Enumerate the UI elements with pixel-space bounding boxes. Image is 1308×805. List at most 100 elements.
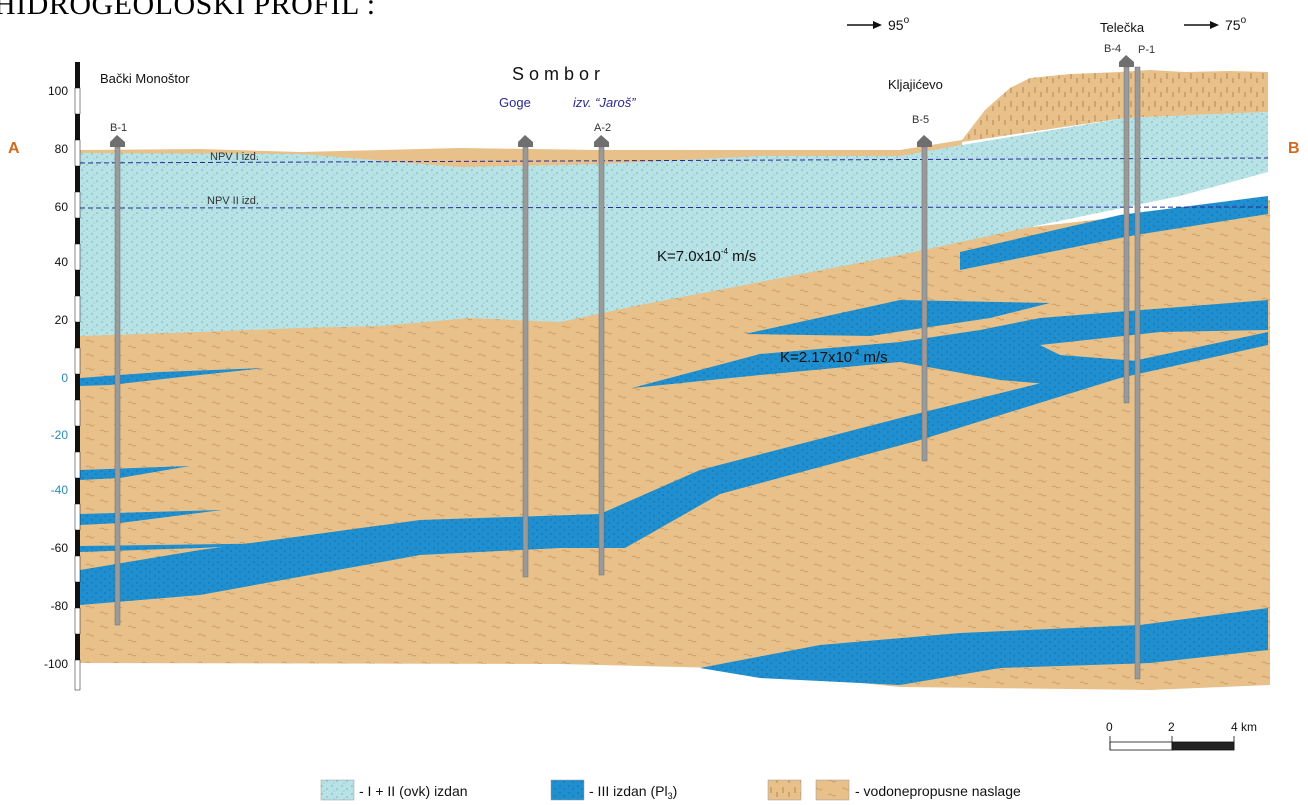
axis-tick-minus-100: -100 (44, 657, 68, 671)
lens-bottom (700, 608, 1268, 685)
axis-tick-100: 100 (48, 84, 68, 98)
well-goge (518, 135, 533, 578)
well-goge-pipe (522, 146, 529, 578)
axis-bar-0 (75, 62, 80, 88)
axis-bar-4 (75, 166, 80, 192)
legend-swatch-clay (815, 779, 850, 801)
lens-diagonal (80, 332, 1268, 605)
section-end-b: B (1288, 140, 1300, 157)
lens-small-60 (80, 543, 300, 552)
well-a2-pipe (598, 146, 605, 576)
axis-bar-12 (75, 374, 80, 400)
axis-bar-23 (74, 659, 81, 691)
axis-tick-minus-40: -40 (51, 483, 69, 497)
well-goge-cap (518, 135, 533, 147)
well-b4-pipe (1123, 66, 1130, 404)
elevation-axis: 100 80 60 40 20 0 -20 -40 -60 -80 -100 (44, 62, 81, 691)
axis-bar-11 (74, 347, 81, 375)
bearing-95: 95o (847, 15, 910, 33)
axis-bar-21 (74, 607, 81, 635)
well-a2-label: A-2 (594, 122, 611, 134)
axis-bar-13 (74, 399, 81, 427)
arrow-right-icon (1210, 21, 1219, 29)
hill-vertical-clay (962, 70, 1268, 142)
legend-swatch-clay-vertical (767, 779, 802, 801)
axis-bar-18 (75, 530, 80, 556)
well-b5-pipe (921, 146, 928, 462)
legend-swatch-upper (320, 779, 355, 801)
bearing-75-label: 75o (1225, 15, 1247, 33)
axis-bar-10 (75, 322, 80, 348)
npv2-line (79, 206, 1269, 209)
axis-tick-minus-60: -60 (51, 541, 69, 555)
well-a2: A-2 (594, 122, 611, 576)
axis-tick-20: 20 (55, 313, 69, 327)
surface-clay-strip (80, 140, 962, 167)
place-telecka: Telečka (1100, 20, 1145, 35)
well-b1-cap (110, 135, 125, 147)
well-p1-pipe (1134, 66, 1141, 680)
upper-aquifer-body (80, 112, 1268, 336)
legend: - I + II (ovk) izdan - III izdan (Pl3) -… (320, 779, 1021, 801)
k-value-lower: K=2.17x10-4 m/s (780, 348, 888, 366)
legend-label-clay: - vodonepropusne naslage (855, 783, 1021, 799)
distance-scale-bar: 0 2 4 km (1106, 720, 1257, 751)
axis-bar-8 (75, 270, 80, 296)
well-b1-pipe (114, 146, 121, 626)
axis-bar-5 (74, 191, 81, 219)
axis-bar-9 (74, 295, 81, 323)
axis-tick-60: 60 (55, 200, 69, 214)
scale-seg-black (1171, 741, 1235, 751)
well-b1-label: B-1 (110, 122, 127, 134)
axis-tick-minus-80: -80 (51, 599, 69, 613)
page-title: HIDROGEOLOŠKI PROFIL : (0, 0, 376, 21)
well-b5: B-5 (912, 114, 932, 462)
well-b4: B-4 (1104, 43, 1134, 404)
well-b5-cap (917, 135, 932, 147)
axis-bar-17 (74, 503, 81, 531)
scale-seg-white (1109, 741, 1173, 751)
axis-bar-19 (74, 555, 81, 583)
axis-bar-6 (75, 218, 80, 244)
axis-tick-40: 40 (55, 255, 69, 269)
lens-small-0 (80, 368, 265, 386)
axis-tick-0: 0 (61, 371, 68, 385)
lens-top (960, 196, 1268, 270)
well-b1: B-1 (110, 122, 127, 626)
place-goge: Goge (499, 95, 531, 110)
lens-upper-middle (745, 300, 1050, 336)
place-sombor: S o m b o r (512, 64, 600, 84)
legend-label-upper: - I + II (ovk) izdan (359, 783, 468, 799)
well-p1: P-1 (1134, 44, 1155, 680)
axis-bar-14 (75, 426, 80, 452)
place-jaros: izv. “Jaroš” (573, 95, 636, 110)
well-p1-label: P-1 (1138, 44, 1155, 56)
axis-bar-1 (74, 87, 81, 115)
legend-swatch-lower (550, 779, 585, 801)
axis-bar-3 (74, 139, 81, 167)
lens-small-35 (80, 466, 190, 480)
axis-bar-22 (75, 634, 80, 660)
k-value-upper: K=7.0x10-4 m/s (657, 247, 756, 265)
scale-label-0: 0 (1106, 720, 1113, 734)
bearing-95-label: 95o (888, 15, 910, 33)
axis-tick-80: 80 (55, 142, 69, 156)
lens-middle (632, 300, 1268, 388)
axis-tick-minus-20: -20 (51, 428, 69, 442)
arrow-right-icon (873, 21, 882, 29)
axis-bar-7 (74, 243, 81, 271)
axis-bar-15 (74, 451, 81, 479)
npv2-label: NPV II izd. (207, 195, 259, 207)
place-kljajicevo: Kljajićevo (888, 77, 943, 92)
legend-label-lower: - III izdan (Pl3) (589, 783, 677, 801)
well-b4-label: B-4 (1104, 43, 1121, 55)
npv1-label: NPV I izd. (210, 151, 259, 163)
place-backi-monostor: Bački Monoštor (100, 71, 190, 86)
scale-label-2: 2 (1168, 720, 1175, 734)
well-b4-cap (1119, 55, 1134, 67)
well-a2-cap (594, 135, 609, 147)
scale-label-4km: 4 km (1231, 720, 1257, 734)
section-end-a: A (8, 140, 20, 157)
npv1-line (79, 157, 1269, 164)
